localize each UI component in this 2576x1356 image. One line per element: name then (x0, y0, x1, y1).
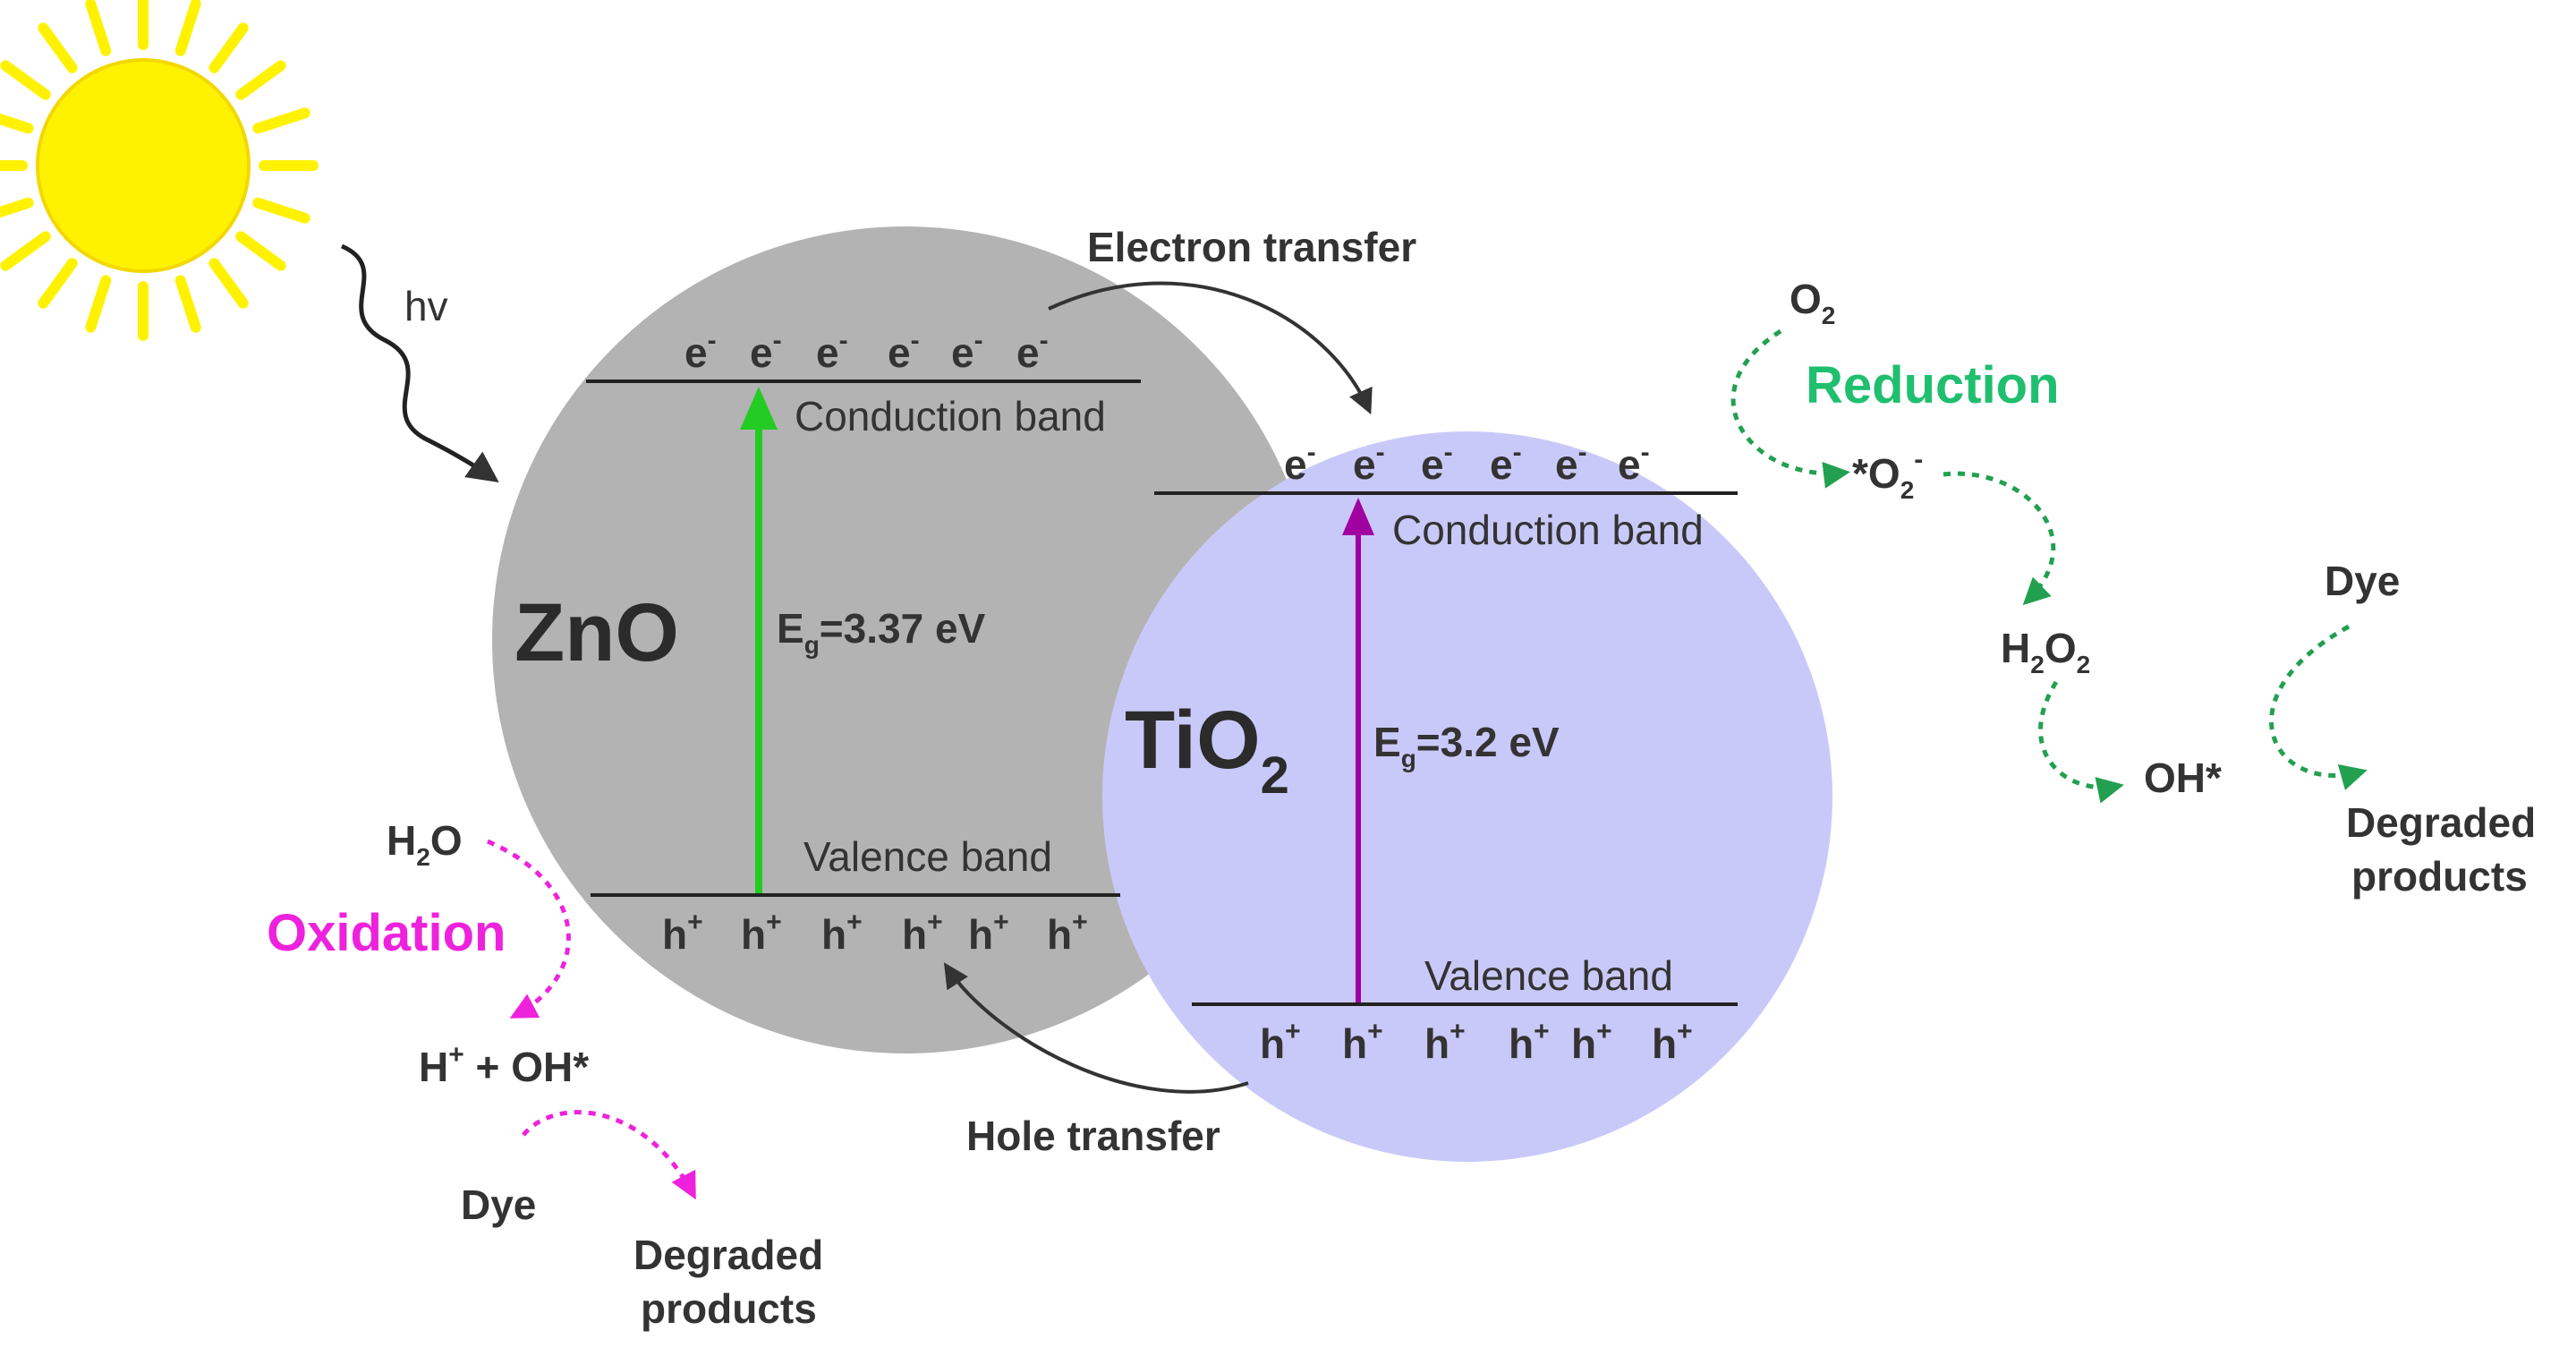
sun-ray (85, 0, 112, 56)
zno-electron: e- (1016, 326, 1049, 376)
sun-disc (36, 58, 251, 273)
zno-hole: h+ (821, 908, 863, 958)
sun-ray (38, 22, 78, 73)
hydrogen-peroxide-label: H2O2 (2001, 625, 2090, 678)
zno-holes: h+ h+ h+ h+ h+ h+ (662, 908, 1088, 958)
tio2-electron: e- (1490, 438, 1522, 488)
superoxide-label: *O2- (1852, 445, 1923, 504)
sun-rays (0, 0, 319, 341)
tio2-electrons: e- e- e- e- e- e- (1284, 438, 1650, 488)
electron-transfer-label: Electron transfer (1087, 224, 1416, 270)
tio2-hole: h+ (1260, 1017, 1301, 1067)
zno-hole: h+ (741, 908, 782, 958)
tio2-particle (1102, 431, 1832, 1162)
sun-ray (0, 60, 51, 100)
zno-electron: e- (888, 326, 920, 376)
tio2-electron: e- (1353, 438, 1385, 488)
water-label: H2O (387, 817, 463, 871)
light-label: hv (404, 283, 448, 329)
sun-ray (252, 197, 310, 224)
zno-electron: e- (816, 326, 848, 376)
light-arrow (340, 243, 499, 483)
tio2-hole: h+ (1424, 1017, 1466, 1067)
sun-ray (85, 275, 112, 333)
dye-to-products-arrow-reduction (2269, 624, 2368, 790)
oxygen-to-superoxide-arrow (1730, 328, 1850, 489)
oxidation-dye-label: Dye (461, 1181, 536, 1228)
zno-hole: h+ (902, 908, 943, 958)
tio2-conduction-band-label: Conduction band (1392, 507, 1704, 553)
dye-to-products-arrow-oxidation (522, 1110, 696, 1200)
zno-hole: h+ (968, 908, 1009, 958)
zno-electrons: e- e- e- e- e- e- (684, 326, 1049, 376)
tio2-electron: e- (1284, 438, 1316, 488)
oxidation-title: Oxidation (267, 904, 506, 962)
reduction-title: Reduction (1806, 356, 2060, 414)
sun-ray (174, 275, 201, 333)
oxygen-label: O2 (1790, 276, 1835, 329)
tio2-band-gap-label: Eg=3.2 eV (1373, 719, 1560, 772)
tio2-hole: h+ (1342, 1017, 1383, 1067)
zno-label: ZnO (514, 587, 679, 678)
tio2-electron: e- (1555, 438, 1587, 488)
sun-ray (208, 258, 249, 309)
ions-label: H+ + OH* (419, 1040, 589, 1090)
sun-ray (174, 0, 201, 56)
peroxide-to-hydroxyl-arrow (2038, 680, 2124, 804)
sun-ray (235, 231, 286, 271)
zno-conduction-band-label: Conduction band (795, 393, 1106, 439)
hole-transfer-arrow (943, 962, 1249, 1094)
sun-ray (252, 107, 310, 134)
sun-ray (208, 22, 249, 73)
zno-valence-band-label: Valence band (803, 833, 1052, 880)
zno-electron: e- (750, 326, 782, 376)
zno-hole: h+ (1047, 908, 1088, 958)
tio2-electron: e- (1618, 438, 1650, 488)
zno-electron: e- (684, 326, 717, 376)
hole-transfer-label: Hole transfer (966, 1113, 1220, 1159)
sun-ray (38, 258, 78, 309)
sun-ray (0, 197, 34, 218)
sun-ray (235, 60, 286, 100)
tio2-hole: h+ (1571, 1017, 1612, 1067)
sun-ray (0, 231, 51, 271)
hydroxyl-radical-label: OH* (2144, 755, 2222, 801)
tio2-excitation-arrowhead (1342, 498, 1374, 535)
tio2-valence-band-label: Valence band (1424, 952, 1673, 999)
tio2-holes: h+ h+ h+ h+ h+ h+ (1260, 1017, 1693, 1067)
reduction-dye-label: Dye (2325, 558, 2400, 604)
zno-electron: e- (951, 326, 983, 376)
tio2-hole: h+ (1652, 1017, 1693, 1067)
electron-transfer-arrow (1048, 281, 1373, 415)
zno-excitation-arrowhead (740, 387, 778, 430)
tio2-label: TiO2 (1125, 695, 1289, 805)
superoxide-to-peroxide-arrow (1943, 471, 2056, 606)
zno-hole: h+ (662, 908, 703, 958)
sun-ray (0, 113, 34, 134)
sun-icon (0, 0, 319, 341)
tio2-electron: e- (1421, 438, 1453, 488)
zno-band-gap-label: Eg=3.37 eV (777, 605, 986, 659)
water-to-ions-arrow (487, 839, 571, 1019)
tio2-hole: h+ (1509, 1017, 1550, 1067)
